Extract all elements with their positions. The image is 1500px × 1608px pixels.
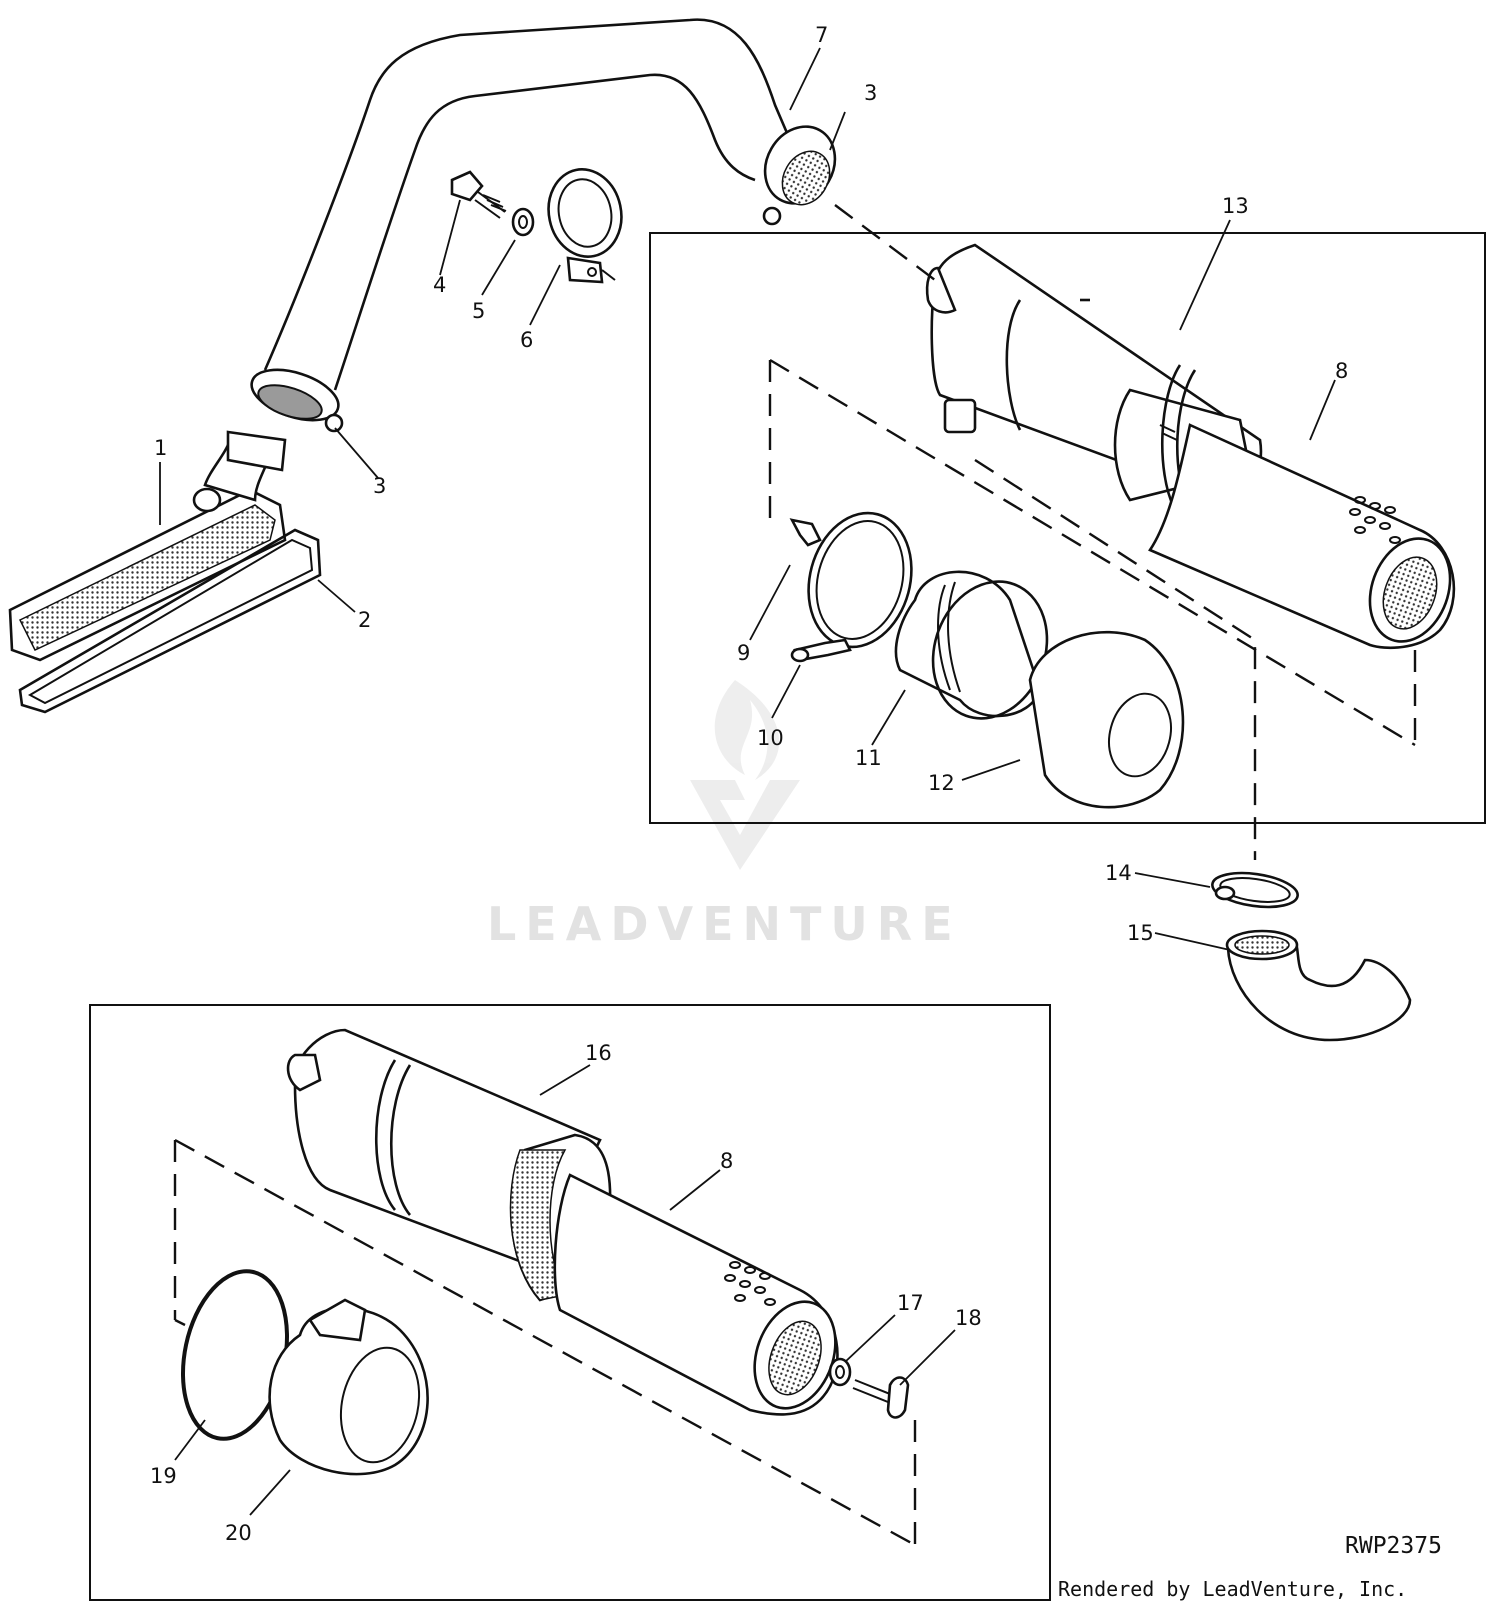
callout-8-lower: 8	[720, 1149, 733, 1173]
callout-12: 12	[928, 771, 955, 795]
lower-assembly-frame	[89, 1004, 1051, 1601]
callout-3-lower: 3	[373, 474, 386, 498]
outer-shell-part-8-lower	[553, 1173, 839, 1416]
primary-filter-part-11	[894, 570, 1049, 720]
callout-8-upper: 8	[1335, 359, 1348, 383]
hose-clamp-part-3-lower	[250, 368, 344, 433]
secondary-filter-part-12	[1028, 630, 1185, 809]
hose-clamp-part-3-upper	[762, 125, 837, 226]
callout-19: 19	[150, 1464, 177, 1488]
watermark-text: LEADVENTURE	[487, 897, 962, 951]
outer-shell-part-8-upper	[1148, 423, 1456, 650]
strap-clamp-part-6	[547, 168, 623, 284]
hose-clamp-part-14	[1211, 871, 1299, 909]
callout-14: 14	[1105, 861, 1132, 885]
lower-assembly-guides	[173, 1138, 917, 1547]
intake-hose-part-7	[263, 18, 792, 391]
callout-20: 20	[225, 1521, 252, 1545]
gasket-part-2	[18, 528, 322, 714]
callout-leaders	[159, 47, 1336, 1516]
elbow-part-15	[1225, 929, 1412, 1042]
callout-2: 2	[358, 608, 371, 632]
callout-5: 5	[472, 299, 485, 323]
upper-assembly-frame	[649, 232, 1486, 824]
washer-part-17	[828, 1357, 852, 1387]
render-credit: Rendered by LeadVenture, Inc.	[1058, 1577, 1407, 1601]
washer-part-5	[511, 207, 535, 237]
callout-18: 18	[955, 1306, 982, 1330]
callout-17: 17	[897, 1291, 924, 1315]
callout-10: 10	[757, 726, 784, 750]
intake-housing-part-1	[8, 430, 287, 662]
bolt-part-4	[450, 170, 507, 219]
callout-3-upper: 3	[864, 81, 877, 105]
callout-15: 15	[1127, 921, 1154, 945]
callout-7: 7	[815, 23, 828, 47]
callout-1: 1	[154, 436, 167, 460]
filter-part-20	[268, 1298, 429, 1476]
wing-nut-part-10	[790, 638, 852, 663]
watermark-logo	[690, 680, 800, 870]
callout-16: 16	[585, 1041, 612, 1065]
callout-4: 4	[433, 273, 446, 297]
upper-assembly-guides	[768, 204, 1417, 860]
wing-bolt-part-18	[852, 1376, 910, 1419]
reference-code: RWP2375	[1345, 1533, 1442, 1559]
callout-6: 6	[520, 328, 533, 352]
callout-11: 11	[855, 746, 882, 770]
callout-9: 9	[737, 641, 750, 665]
callout-13: 13	[1222, 194, 1249, 218]
callout-labels: 1 2 3 3 4 5 6 7 8 9 10 11 12 13 14 15 16…	[150, 23, 1348, 1545]
